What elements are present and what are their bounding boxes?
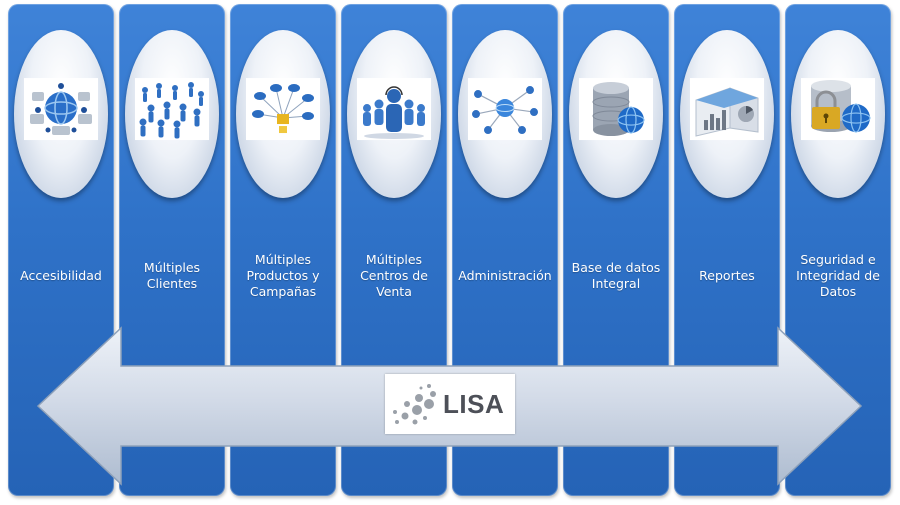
globe-network-icon xyxy=(24,78,98,141)
icon-oval xyxy=(125,30,219,198)
icon-oval xyxy=(14,30,108,198)
lisa-logo: LISA xyxy=(385,374,515,434)
column-accesibilidad: Accesibilidad xyxy=(8,4,114,496)
column-label: Accesibilidad xyxy=(20,268,102,283)
call-center-team-icon xyxy=(357,78,431,141)
lisa-dots-logo xyxy=(393,384,436,425)
column-label: Administración xyxy=(458,268,552,283)
icon-oval xyxy=(791,30,885,198)
column-label: Múltiples Productos y Campañas xyxy=(246,252,320,299)
column-base-de-datos: Base de datos Integral xyxy=(563,4,669,496)
column-multiples-clientes: Múltiples Clientes xyxy=(119,4,225,496)
column-label: Reportes xyxy=(699,268,755,283)
column-label: Base de datos Integral xyxy=(571,260,661,291)
column-label: Múltiples Clientes xyxy=(143,260,201,291)
column-label: Múltiples Centros de Venta xyxy=(360,252,428,299)
column-seguridad: Seguridad e Integridad de Datos xyxy=(785,4,891,496)
icon-oval xyxy=(680,30,774,198)
column-label: Seguridad e Integridad de Datos xyxy=(796,252,880,299)
logo-text: LISA xyxy=(443,388,505,419)
network-admin-icon xyxy=(468,78,542,141)
icon-oval xyxy=(236,30,330,198)
report-charts-icon xyxy=(690,78,764,141)
product-network-icon xyxy=(246,78,320,141)
database-globe-icon xyxy=(579,78,653,141)
people-crowd-icon xyxy=(135,78,209,141)
column-multiples-productos: Múltiples Productos y Campañas xyxy=(230,4,336,496)
icon-oval xyxy=(458,30,552,198)
icon-oval xyxy=(569,30,663,198)
database-lock-icon xyxy=(801,78,875,141)
column-reportes: Reportes xyxy=(674,4,780,496)
icon-oval xyxy=(347,30,441,198)
